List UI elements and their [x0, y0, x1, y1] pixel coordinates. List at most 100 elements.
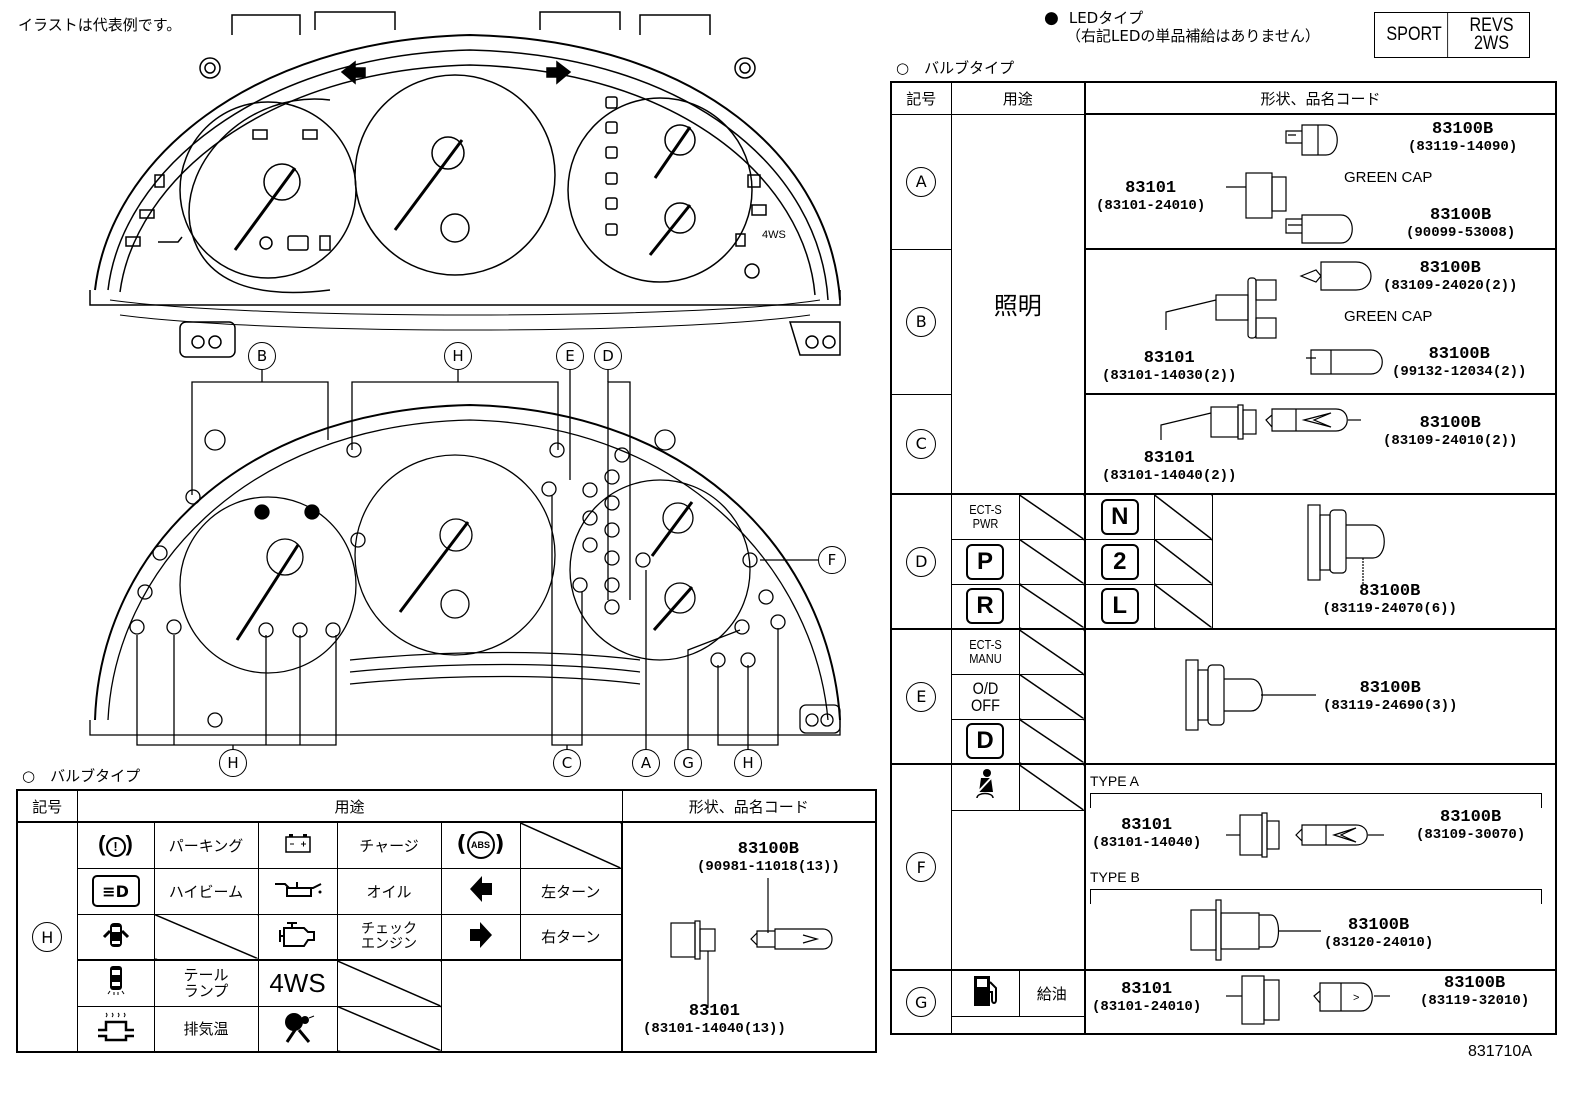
callout-d: D	[594, 342, 622, 370]
left-turn-label: 左ターン	[519, 867, 623, 915]
shape-b: 83101 (83101-14030(2)) 83100B (83109-240…	[1084, 248, 1557, 395]
right-turn-arrow-icon	[469, 921, 492, 948]
socket-a-code: (83101-24010)	[1096, 198, 1206, 214]
charge-label: チャージ	[336, 821, 442, 869]
h-row-2: ≡D ハイビーム オイル 左ターン	[17, 867, 876, 915]
gear-n-icon: N	[1100, 498, 1139, 535]
socket-g-drawing: >	[1226, 975, 1390, 1025]
row-d-3: R L	[891, 583, 1556, 630]
blank-cell	[1018, 628, 1086, 675]
callout-h-bottom-left: H	[219, 749, 247, 777]
socket-f-name: 83101	[1121, 816, 1173, 835]
od-off-label: O/D OFF	[970, 678, 1000, 715]
shape-e: 83100B (83119-24690(3))	[1084, 628, 1557, 765]
left-section-title: ○ バルブタイプ	[22, 767, 141, 785]
socket-g-code: (83101-24010)	[1092, 999, 1202, 1015]
h-row-1: H (!) パーキング チャージ (ABS) 83100B (90981-110…	[16, 821, 877, 1053]
blank-cell	[950, 1015, 1086, 1035]
symbol-c: C	[906, 428, 937, 459]
right-section-title: ○ バルブタイプ	[896, 59, 1015, 77]
oil-can-icon	[274, 882, 321, 897]
h-row-5: 排気温	[17, 1005, 876, 1053]
socket-b-code: (83101-14030(2))	[1102, 368, 1237, 384]
upper-cluster-drawing	[89, 11, 841, 358]
socket-g-name: 83101	[1121, 980, 1173, 999]
left-header-shape: 形状、品名コード	[621, 789, 877, 823]
battery-icon	[284, 834, 311, 853]
left-header-symbol: 記号	[16, 789, 78, 823]
socket-c-code: (83101-14040(2))	[1102, 468, 1237, 484]
right-bulb-table: 記号 用途 形状、品名コード A 照明 83101 (83101-24010) …	[890, 81, 1557, 1035]
row-g: G 給油 83101 (83101-24010) > 83100B (83119…	[890, 969, 1557, 1035]
type-b-label: TYPE B	[1090, 869, 1140, 885]
bulb-c-name: 83100B	[1419, 414, 1481, 433]
tail-lamp-label: テール ランプ	[153, 959, 259, 1007]
green-cap-note-a: GREEN CAP	[1344, 169, 1433, 186]
exhaust-temp-label: 排気温	[153, 1005, 259, 1053]
bulb-a1-name: 83100B	[1432, 120, 1494, 139]
left-bulb-table: 記号 用途 形状、品名コード H (!) パーキング チャージ (ABS) 83…	[16, 789, 877, 1053]
shape-c: 83101 (83101-14040(2)) 83100B (83109-240…	[1084, 393, 1557, 495]
symbol-h: H	[32, 922, 63, 952]
blank-cell	[336, 959, 442, 1007]
callout-f: F	[818, 546, 846, 574]
parking-label: パーキング	[153, 821, 259, 869]
bulb-b2-code: (99132-12034(2))	[1392, 364, 1527, 380]
bulb-d-code: (83119-24070(6))	[1322, 601, 1457, 617]
bulb-fb-drawing	[1190, 899, 1321, 961]
bulb-g-name: 83100B	[1444, 974, 1506, 993]
row-d-1: D ECT-S PWR N 83100B (83119-24070(6))	[890, 493, 1557, 630]
socket-f-drawing	[1226, 812, 1384, 858]
row-f-1: F TYPE A 83101 (83101-14040) 83100B (831…	[890, 763, 1557, 971]
socket-c-name: 83101	[1143, 449, 1195, 468]
row-a: A 照明 83101 (83101-24010) 83100B (83119-1…	[890, 113, 1557, 495]
bulb-fa-code: (83109-30070)	[1416, 827, 1526, 843]
check-engine-label: チェック エンジン	[336, 913, 442, 961]
row-b: B 83101 (83101-14030(2)) 83100B (83109-2…	[890, 248, 1557, 395]
gear-p-icon: P	[966, 543, 1004, 580]
bulb-b1-name: 83100B	[1419, 259, 1481, 278]
bulb-e-code: (83119-24690(3))	[1323, 698, 1458, 714]
blank-cell	[1153, 493, 1213, 540]
lower-cluster-drawing	[89, 370, 841, 755]
socket-h-name: 83101	[688, 1002, 740, 1021]
type-a-bracket	[1090, 793, 1542, 808]
callout-a: A	[632, 749, 660, 777]
gear-l-icon: L	[1100, 588, 1139, 625]
blank-cell	[1018, 538, 1086, 585]
led-type-label: LEDタイプ	[1068, 9, 1144, 27]
shape-f: TYPE A 83101 (83101-14040) 83100B (83109…	[1084, 763, 1557, 971]
row-c: C 83101 (83101-14040(2)) 83100B (83109-2…	[890, 393, 1557, 495]
bulb-e-drawing	[1185, 659, 1316, 731]
bulb-a2-code: (90099-53008)	[1406, 225, 1516, 241]
type-a-label: TYPE A	[1090, 773, 1140, 789]
high-beam-icon: ≡D	[91, 875, 140, 907]
blank-cell	[1018, 493, 1086, 540]
bulb-e-name: 83100B	[1359, 679, 1421, 698]
right-turn-label: 右ターン	[519, 913, 623, 961]
symbol-a: A	[906, 166, 937, 197]
symbol-b: B	[906, 306, 937, 337]
shape-h: 83100B (90981-11018(13)) 83101 (83101-14…	[621, 821, 877, 1053]
refuel-label: 給油	[1018, 969, 1086, 1017]
bulb-a2-name: 83100B	[1430, 206, 1492, 225]
seatbelt-icon	[976, 769, 994, 799]
type-b-bracket	[1090, 889, 1542, 904]
socket-b-name: 83101	[1143, 349, 1195, 368]
green-cap-note-b: GREEN CAP	[1344, 308, 1433, 325]
symbol-e: E	[906, 681, 937, 712]
callout-g: G	[674, 749, 702, 777]
check-engine-icon	[278, 921, 315, 947]
gear-2-icon: 2	[1100, 543, 1139, 580]
row-f-2	[891, 809, 1556, 971]
left-header-usage: 用途	[76, 789, 623, 823]
bulb-g-code: (83119-32010)	[1420, 993, 1530, 1009]
socket-c-drawing	[1160, 404, 1361, 440]
sport-badge: SPORT	[1381, 13, 1449, 57]
shape-d: 83100B (83119-24070(6))	[1211, 493, 1557, 630]
symbol-g: G	[906, 987, 937, 1017]
lamp-positions	[129, 442, 786, 728]
svg-text:>: >	[1353, 992, 1359, 1004]
row-e-1: E ECT-S MANU 83100B (83119-24690(3))	[890, 628, 1557, 765]
airbag-icon	[284, 1012, 314, 1043]
